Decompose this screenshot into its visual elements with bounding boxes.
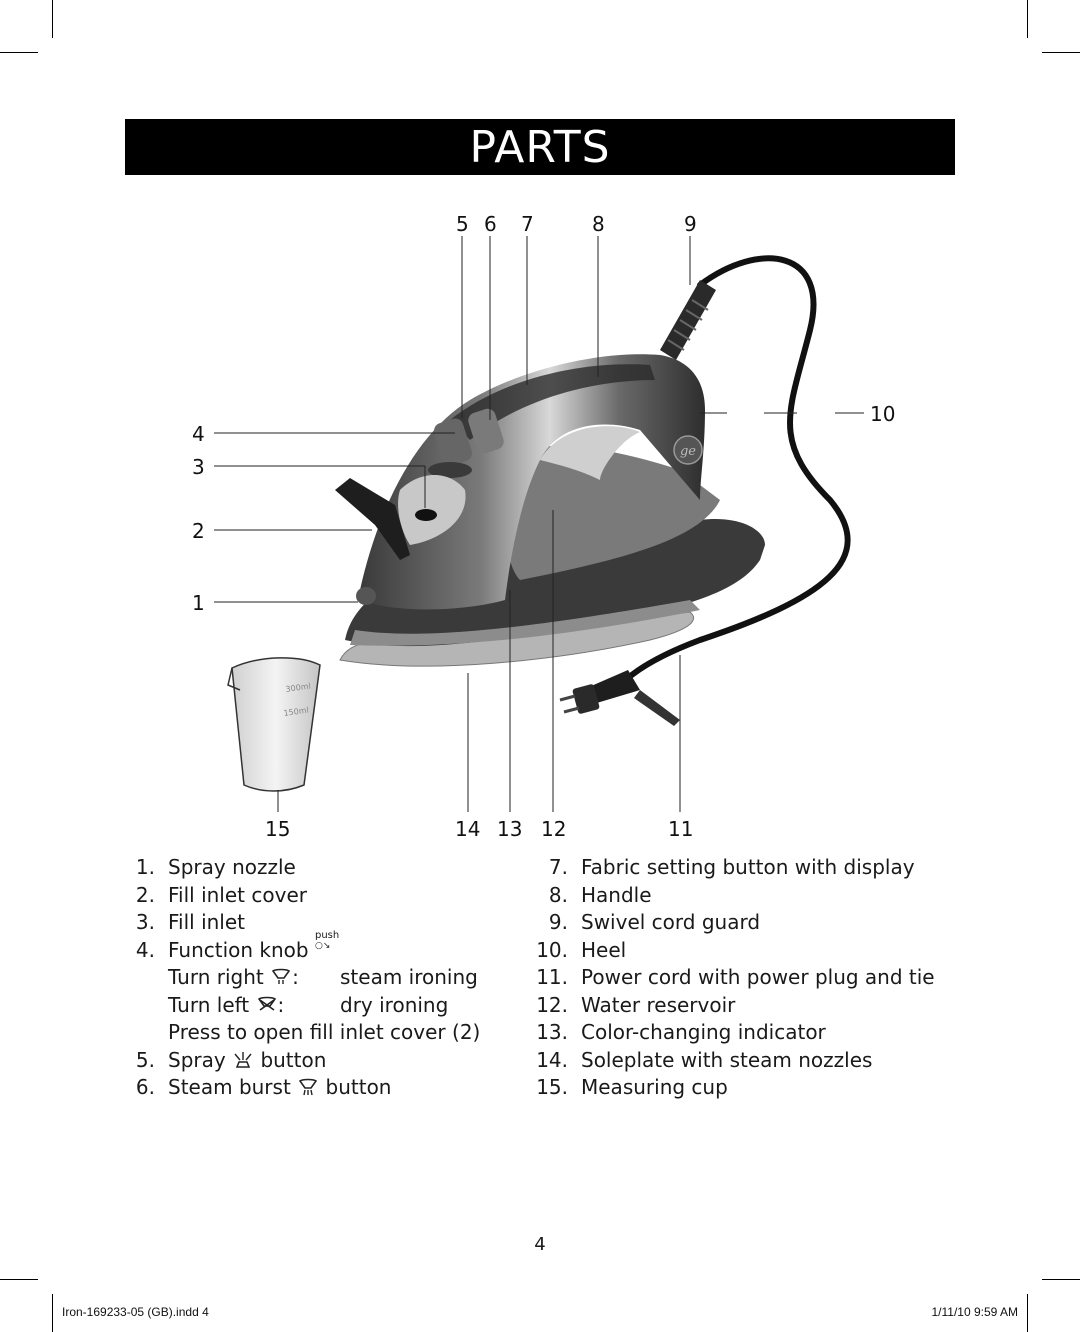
list-item: 12.Water reservoir [536,992,736,1017]
spray-icon [234,1051,252,1068]
crop-mark [1042,52,1080,53]
callout-3: 3 [192,455,205,479]
crop-mark [52,1294,53,1332]
list-item: 3. Fill inlet [135,910,246,934]
crop-mark [0,1279,38,1280]
page-number: 4 [534,1234,546,1255]
swivel-cord-guard [660,280,716,360]
callout-2: 2 [192,519,205,543]
steam-icon [271,968,291,984]
callout-12: 12 [541,817,567,841]
power-cord [625,255,851,681]
list-item: 14.Soleplate with steam nozzles [536,1047,873,1072]
list-item: 4. Function knob push○↘ [135,929,340,962]
iron-body [360,354,705,610]
callout-9: 9 [684,212,697,236]
callout-5: 5 [456,212,469,236]
list-item: 6. Steam burst button [135,1075,392,1099]
list-item: 7.Fabric setting button with display [548,855,915,879]
crop-mark [1042,1279,1080,1280]
list-item: 11.Power cord with power plug and tie [536,965,935,989]
ge-logo: ge [673,435,703,465]
parts-list-left: 1. Spray nozzle 2. Fill inlet cover 3. F… [120,854,520,1102]
list-item: 8.Handle [548,882,652,907]
cup-label-150: 150ml [283,706,309,718]
fill-inlet [415,509,437,521]
callout-14: 14 [455,817,481,841]
steam-burst-button [468,408,504,454]
crop-mark [0,52,38,53]
crop-mark [1027,0,1028,38]
dry-icon [257,996,276,1011]
callout-8: 8 [592,212,605,236]
cup-label-300: 300ml [285,682,311,694]
page-title: PARTS [469,121,611,173]
footer-date: 1/11/10 9:59 AM [931,1305,1018,1319]
callout-6: 6 [484,212,497,236]
steam-burst-icon [299,1078,318,1096]
list-item: Turn left : dry ironing [168,992,449,1017]
footer-file-name: Iron-169233-05 (GB).indd 4 [62,1305,209,1319]
fill-inlet-cover [335,478,410,560]
leader-lines [214,236,864,812]
callout-7: 7 [521,212,534,236]
list-item: 10.Heel [536,937,627,962]
water-reservoir [505,446,720,580]
list-item: 2. Fill inlet cover [135,882,307,907]
callout-10: 10 [870,402,896,426]
spray-button [434,418,472,466]
callout-15: 15 [265,817,291,841]
list-item: 13.Color-changing indicator [536,1020,826,1044]
svg-text:ge: ge [680,444,696,459]
function-knob [428,462,472,478]
measuring-cup: 300ml 150ml [227,657,321,792]
parts-list-right: 7.Fabric setting button with display 8.H… [520,854,940,1102]
title-banner: PARTS [125,119,955,175]
list-item: Turn right : steam ironing [168,965,478,989]
list-item: 9.Swivel cord guard [548,910,761,934]
callout-11: 11 [668,817,694,841]
push-icon: push○↘ [314,929,340,951]
crop-mark [1027,1294,1028,1332]
list-item: 1. Spray nozzle [135,855,296,879]
callout-4: 4 [192,422,205,446]
power-plug [559,670,680,726]
callout-13: 13 [497,817,523,841]
callout-1: 1 [192,591,205,615]
list-item: Press to open fill inlet cover (2) [168,1020,481,1044]
spray-nozzle [356,587,376,605]
list-item: 15.Measuring cup [536,1075,728,1099]
crop-mark [52,0,53,38]
list-item: 5. Spray button [135,1047,327,1072]
